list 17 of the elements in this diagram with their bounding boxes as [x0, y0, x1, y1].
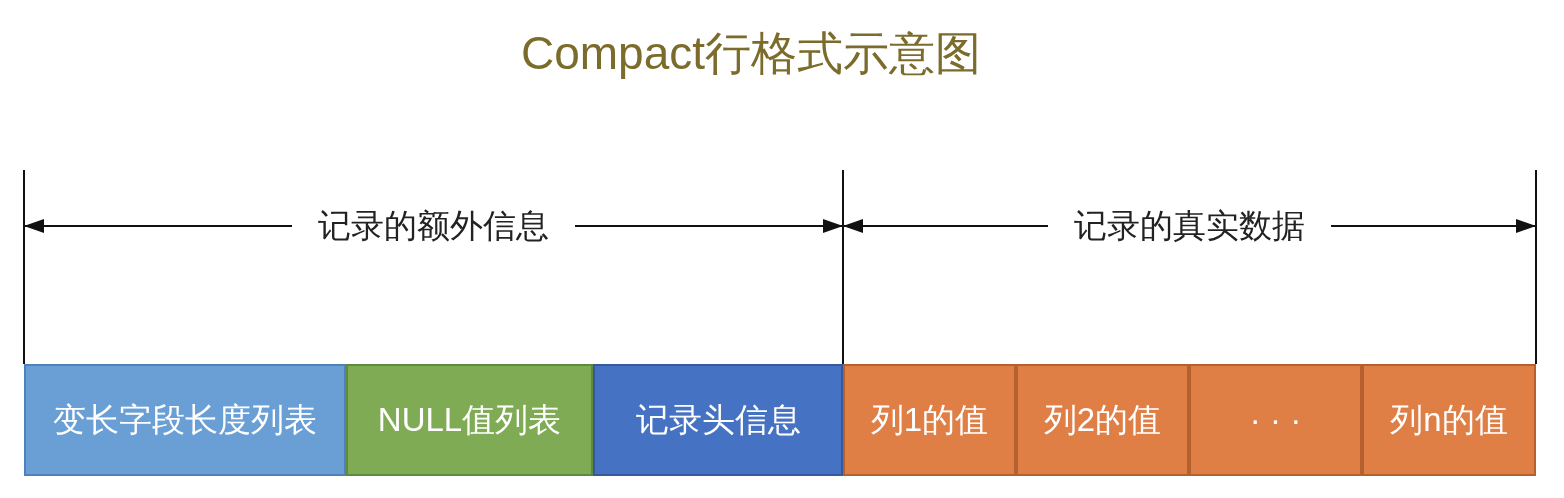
diagram-title: Compact行格式示意图 [521, 26, 982, 81]
record-field-box [1016, 364, 1189, 476]
field-label: 列n的值 [1390, 400, 1508, 440]
record-field-box [24, 364, 346, 476]
field-label: 记录头信息 [635, 400, 801, 440]
field-label: · · · [1249, 400, 1302, 440]
record-field-box [346, 364, 593, 476]
field-label: 列1的值 [870, 400, 989, 440]
record-field-box [1189, 364, 1362, 476]
dimension-label: 记录的额外信息 [318, 206, 549, 246]
field-label: 变长字段长度列表 [53, 400, 317, 440]
record-field-box [1362, 364, 1536, 476]
record-field-box [843, 364, 1016, 476]
field-label: NULL值列表 [377, 400, 562, 440]
field-label: 列2的值 [1043, 400, 1162, 440]
record-field-box [593, 364, 843, 476]
dimension-label: 记录的真实数据 [1074, 206, 1305, 246]
